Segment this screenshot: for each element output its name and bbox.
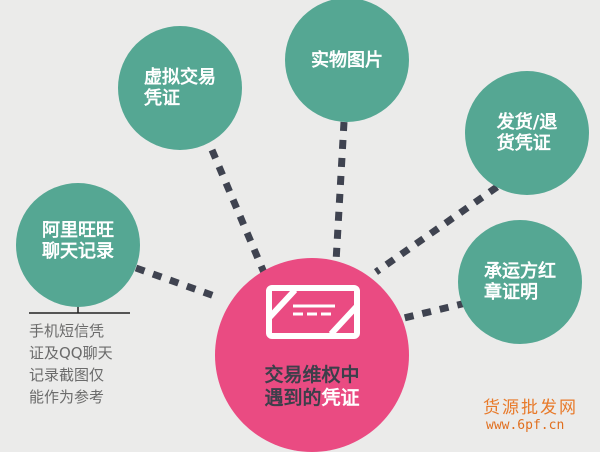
node-label: 实物图片 [311,49,383,71]
note-line: 记录截图仅 [29,366,105,384]
node-label: 发货/退 [496,112,558,133]
node-label: 虚拟交易 [144,67,216,88]
center-title-highlight: 凭证 [321,387,360,409]
watermark-url: www.6pf.cn [486,418,565,433]
watermark-name: 货源批发网 [483,398,578,418]
voucher-card-icon [266,285,360,339]
center-title: 交易维权中 遇到的凭证 [215,364,409,410]
center-title-line2: 遇到的 [264,387,322,409]
center-title-line1: 交易维权中 [264,364,360,386]
note-line: 手机短信凭 [29,322,105,340]
node-label: 阿里旺旺 [42,220,114,241]
node-label: 货凭证 [496,133,551,154]
node-shipping-voucher: 发货/退货凭证 [465,71,589,195]
note-line: 能作为参考 [29,388,105,406]
node-physical-photo: 实物图片 [285,0,409,122]
node-label: 凭证 [144,88,180,109]
node-aliwangwang-chat: 阿里旺旺聊天记录 [16,183,140,307]
node-label: 聊天记录 [42,241,114,262]
center-node: 交易维权中 遇到的凭证 [215,258,409,452]
node-label: 章证明 [484,282,538,303]
node-carrier-stamp: 承运方红章证明 [458,220,582,344]
note-text: 手机短信凭 证及QQ聊天 记录截图仅 能作为参考 [29,320,113,408]
note-line: 证及QQ聊天 [29,344,113,362]
node-virtual-voucher: 虚拟交易凭证 [118,26,242,150]
node-label: 承运方红 [484,261,556,282]
